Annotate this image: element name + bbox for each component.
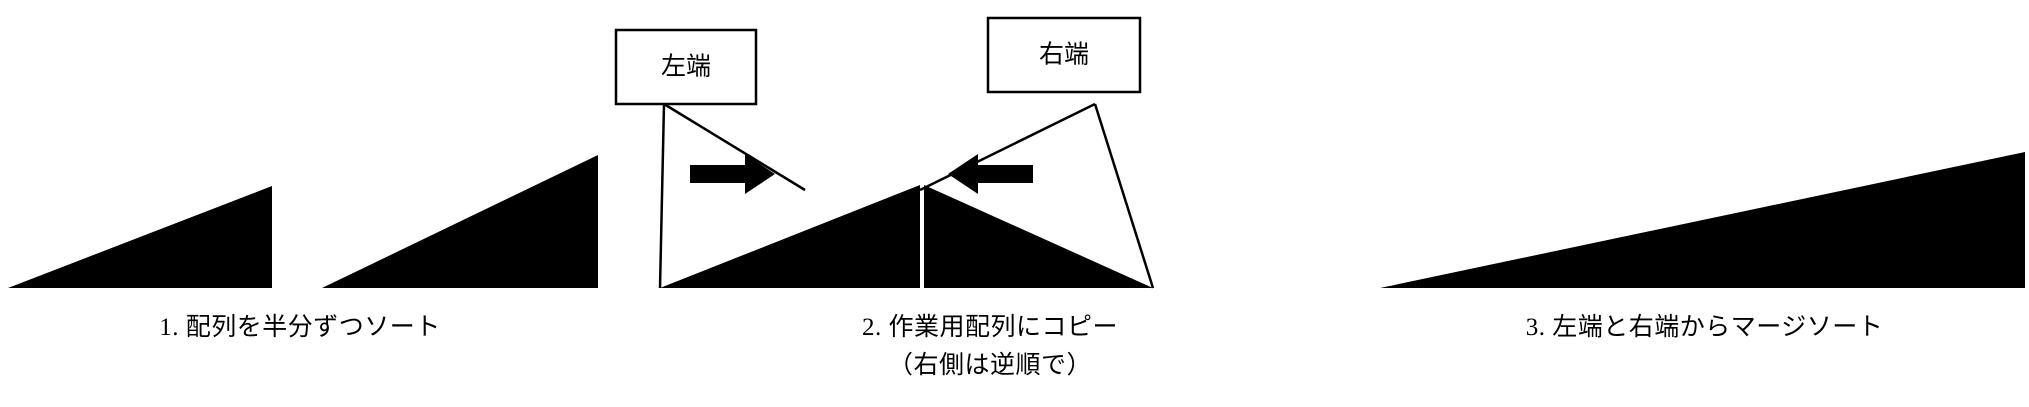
left-end-label-box [614,28,758,106]
right-end-leader-line-2 [919,102,1096,192]
panel-1-caption-line1: 1. 配列を半分ずつソート [159,314,441,341]
right-half-sorted-triangle [322,155,598,288]
right-to-left-arrow [948,154,1033,194]
panel-2-caption-line1: 2. 作業用配列にコピー [861,314,1118,341]
panel-3-merge-sort: 3. 左端と右端からマージソート [1380,0,2029,407]
right-end-leader-line [1093,103,1155,289]
panel-2-caption-line2: （右側は逆順で） [887,352,1092,379]
left-end-leader-line-2 [663,102,806,192]
work-array-left-triangle [660,185,920,288]
panel-2-graphic: 左端 右端 [614,16,1155,289]
panel-1-sort-halves: 1. 配列を半分ずつソート [0,0,600,407]
panel-3-caption-line1: 3. 左端と右端からマージソート [1525,314,1884,341]
panel-1-graphic [8,155,598,288]
right-end-label-box [986,16,1142,94]
left-end-leader-line [658,103,666,289]
panel-2-copy-to-work-array: 左端 右端 2. 作業用配列にコピー （右側は逆順で） [600,0,1380,407]
merged-sorted-triangle [1380,152,2025,288]
left-end-label: 左端 [661,53,711,81]
work-array-right-triangle [924,185,1153,288]
right-end-label: 右端 [1039,41,1089,69]
left-to-right-arrow [690,154,775,194]
left-half-sorted-triangle [8,186,272,288]
panel-3-graphic [1380,152,2025,288]
